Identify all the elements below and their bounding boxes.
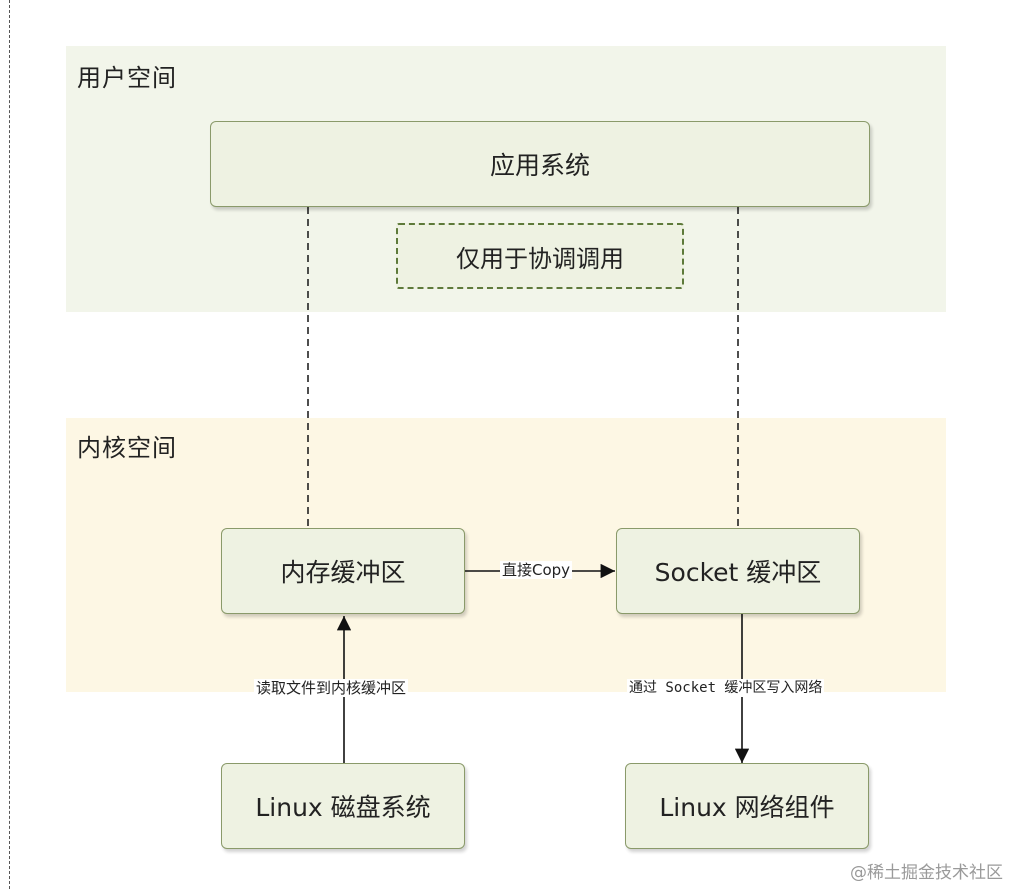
socket-buffer-box: Socket 缓冲区 xyxy=(616,528,860,614)
memory-buffer-label: 内存缓冲区 xyxy=(280,558,406,587)
watermark-text: @稀土掘金技术社区 xyxy=(850,863,1003,883)
disk-system-box: Linux 磁盘系统 xyxy=(221,763,465,849)
page-left-dashed-border xyxy=(9,0,10,889)
coordination-note-box: 仅用于协调调用 xyxy=(396,223,684,289)
user-space-label: 用户空间 xyxy=(77,64,177,92)
network-component-box: Linux 网络组件 xyxy=(625,763,869,849)
read-file-label: 读取文件到内核缓冲区 xyxy=(254,679,409,697)
kernel-space-label: 内核空间 xyxy=(77,434,177,462)
coordination-note-label: 仅用于协调调用 xyxy=(456,244,624,273)
socket-buffer-label: Socket 缓冲区 xyxy=(654,558,822,587)
direct-copy-label: 直接Copy xyxy=(500,561,573,579)
app-system-label: 应用系统 xyxy=(489,151,590,180)
write-network-label: 通过 Socket 缓冲区写入网络 xyxy=(627,679,825,697)
app-system-box: 应用系统 xyxy=(210,121,870,207)
network-component-label: Linux 网络组件 xyxy=(659,793,835,822)
memory-buffer-box: 内存缓冲区 xyxy=(221,528,465,614)
disk-system-label: Linux 磁盘系统 xyxy=(255,793,431,822)
